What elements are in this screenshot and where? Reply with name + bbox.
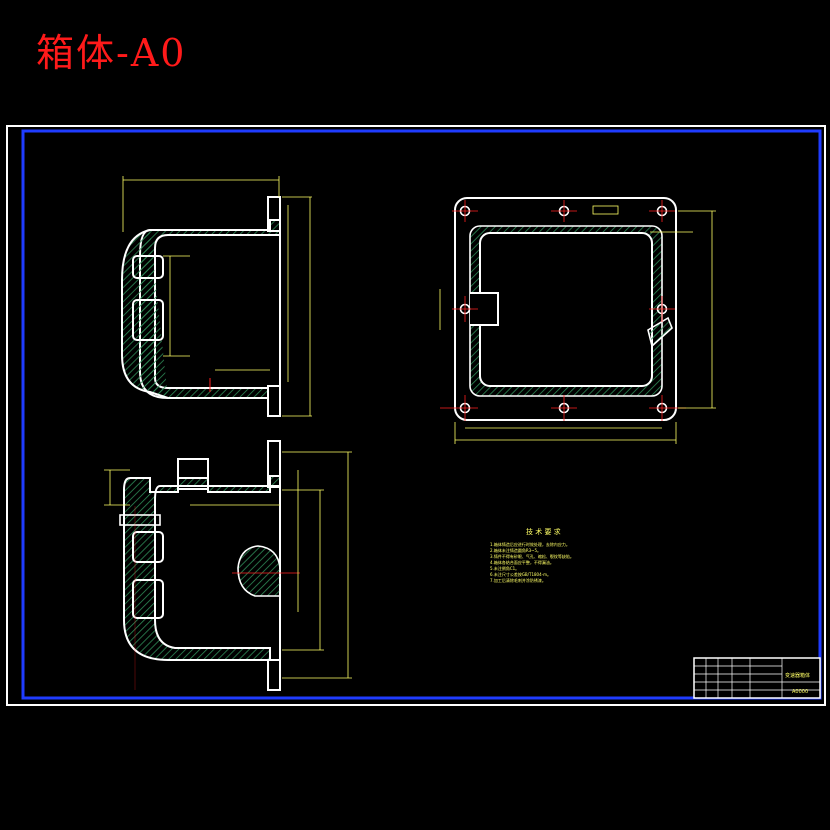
title-block: 变速器箱体 A0000 xyxy=(693,657,821,699)
tech-req-item: 2.箱体未注铸造圆角R3~5。 xyxy=(490,547,541,553)
title-block-name: 变速器箱体 xyxy=(785,672,810,679)
title-block-drawing-no: A0000 xyxy=(792,689,808,695)
tech-req-item: 3.铸件不得有砂眼、气孔、缩松、裂纹等缺陷。 xyxy=(490,553,574,559)
side-section-view xyxy=(121,176,312,417)
tech-req-item: 4.箱体各结合面应平整，不得漏油。 xyxy=(490,559,554,565)
tech-req-item: 6.未注尺寸公差按GB/T1804-m。 xyxy=(490,571,551,577)
tech-req-heading: 技 术 要 求 xyxy=(526,527,561,536)
front-section-view xyxy=(104,440,352,691)
tech-req-item: 1.箱体铸造后应进行时效处理，去除内应力。 xyxy=(490,541,570,547)
outer-frame xyxy=(6,125,826,706)
inner-frame xyxy=(21,129,822,700)
top-view xyxy=(439,197,716,444)
tech-req-item: 7.加工后清除毛刺并涂防锈漆。 xyxy=(490,577,546,583)
tech-req-item: 5.未注倒角C1。 xyxy=(490,565,519,571)
page-title: 箱体-A0 xyxy=(36,31,187,75)
technical-requirements: 技 术 要 求 1.箱体铸造后应进行时效处理，去除内应力。 2.箱体未注铸造圆角… xyxy=(490,527,574,583)
